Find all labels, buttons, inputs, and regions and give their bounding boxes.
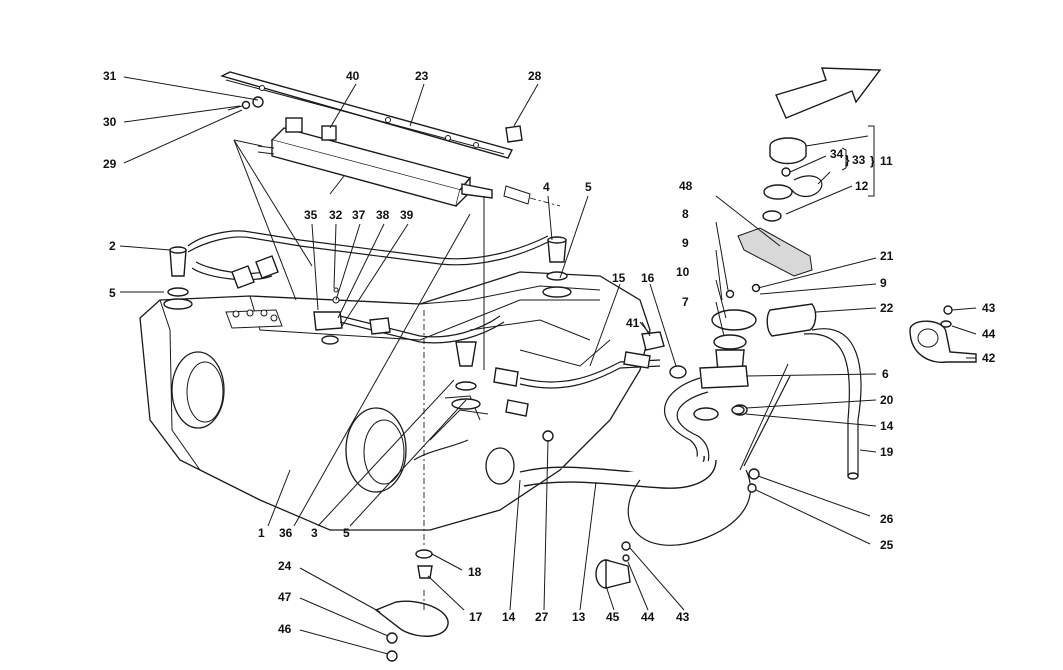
callout-43: 43 (982, 301, 996, 315)
callout-16: 16 (641, 271, 655, 285)
callout-5: 5 (109, 286, 116, 300)
callout-36: 36 (279, 526, 293, 540)
callout-37: 37 (352, 208, 366, 222)
callout-17: 17 (469, 610, 483, 624)
canister-part (257, 117, 493, 207)
callout-44: 44 (982, 327, 996, 341)
callout-48: 48 (679, 179, 693, 193)
callout-46: 46 (278, 622, 292, 636)
callout-1: 1 (258, 526, 265, 540)
callout-22: 22 (880, 301, 894, 315)
callout-14: 14 (502, 610, 516, 624)
grommet-part (595, 541, 631, 589)
filler-cap (762, 137, 823, 222)
callout-42: 42 (982, 351, 996, 365)
callout-6: 6 (882, 367, 889, 381)
callout-9: 9 (682, 236, 689, 250)
callout-38: 38 (376, 208, 390, 222)
clip-part (505, 125, 523, 143)
callout-27: 27 (535, 610, 549, 624)
callout-9: 9 (880, 276, 887, 290)
callout-4: 4 (543, 180, 550, 194)
washer-part-lower (386, 650, 398, 662)
brace-symbol: } (845, 153, 850, 167)
callout-28: 28 (528, 69, 542, 83)
line-connectors (231, 255, 687, 442)
callout-11: 11 (880, 154, 893, 168)
filler-sleeve (766, 303, 817, 337)
nut-part (386, 632, 398, 644)
callout-2: 2 (109, 239, 116, 253)
callout-20: 20 (880, 393, 894, 407)
callout-3: 3 (311, 526, 318, 540)
callout-35: 35 (304, 208, 318, 222)
filler-hoses (519, 328, 862, 546)
callout-43: 43 (676, 610, 690, 624)
callout-5: 5 (343, 526, 350, 540)
callout-10: 10 (676, 265, 690, 279)
right-small-parts (725, 283, 791, 493)
drain-washer (415, 549, 433, 559)
callout-31: 31 (103, 69, 117, 83)
callout-34: 34 (830, 147, 844, 161)
callout-44: 44 (641, 610, 655, 624)
callout-25: 25 (880, 538, 894, 552)
callout-24: 24 (278, 559, 292, 573)
callout-21: 21 (880, 249, 894, 263)
callout-30: 30 (103, 115, 117, 129)
callout-47: 47 (278, 590, 292, 604)
callout-15: 15 (612, 271, 626, 285)
fuel-pump-right (542, 236, 572, 298)
callout-39: 39 (400, 208, 414, 222)
callout-18: 18 (468, 565, 482, 579)
leader-lines (119, 76, 977, 655)
brace-symbol: } (870, 154, 875, 168)
callout-40: 40 (346, 69, 360, 83)
callout-labels: 1 2 3 4 5 5 5 6 7 8 9 9 10 11 12 13 14 1… (103, 69, 996, 636)
fuel-pump-left (163, 246, 193, 310)
callout-7: 7 (682, 295, 689, 309)
callout-32: 32 (329, 208, 343, 222)
callout-13: 13 (572, 610, 586, 624)
callout-14: 14 (880, 419, 894, 433)
clamp-part (909, 305, 977, 363)
fuel-tank (139, 271, 651, 531)
callout-8: 8 (682, 207, 689, 221)
filler-seal (737, 227, 813, 277)
washer-part (252, 96, 264, 108)
callout-12: 12 (855, 179, 869, 193)
callout-33: 33 (852, 153, 866, 167)
callout-5: 5 (585, 180, 592, 194)
callout-45: 45 (606, 610, 620, 624)
callout-29: 29 (103, 157, 117, 171)
valve-block (313, 287, 343, 345)
filler-neck (693, 309, 757, 421)
mounting-bracket (220, 71, 514, 159)
callout-41: 41 (626, 316, 640, 330)
fuel-pump-centre (451, 341, 481, 410)
callout-26: 26 (880, 512, 894, 526)
direction-arrow-icon (775, 67, 882, 119)
drain-plug (417, 565, 433, 579)
callout-23: 23 (415, 69, 429, 83)
plate-part (374, 600, 449, 637)
callout-19: 19 (880, 445, 894, 459)
fitting-part (503, 185, 531, 205)
screw-part (241, 100, 251, 110)
